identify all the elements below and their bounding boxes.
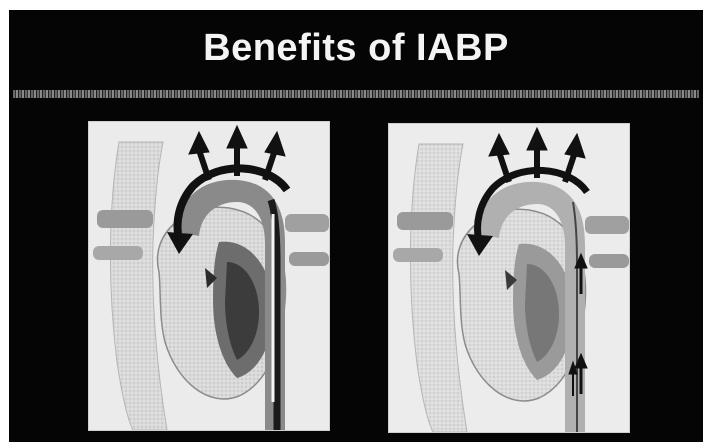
heart-diagram-right [389,124,629,432]
heart-illustration-deflated [388,123,630,433]
pulmonary-vessel-left [97,210,153,228]
slide-title: Benefits of IABP [9,26,703,70]
heart-illustration-inflated [88,121,330,431]
pulmonary-vessel-right [285,214,329,232]
title-divider [13,90,699,98]
slide: Benefits of IABP [9,10,703,442]
pulmonary-vessel-right-2 [289,252,329,266]
heart-diagram-left [89,122,329,430]
pulmonary-vessel-left-2 [93,246,143,260]
pulmonary-vessel-right [585,216,629,234]
pulmonary-vessel-right-2 [589,254,629,268]
pulmonary-vessel-left [397,212,453,230]
pulmonary-vessel-left-2 [393,248,443,262]
